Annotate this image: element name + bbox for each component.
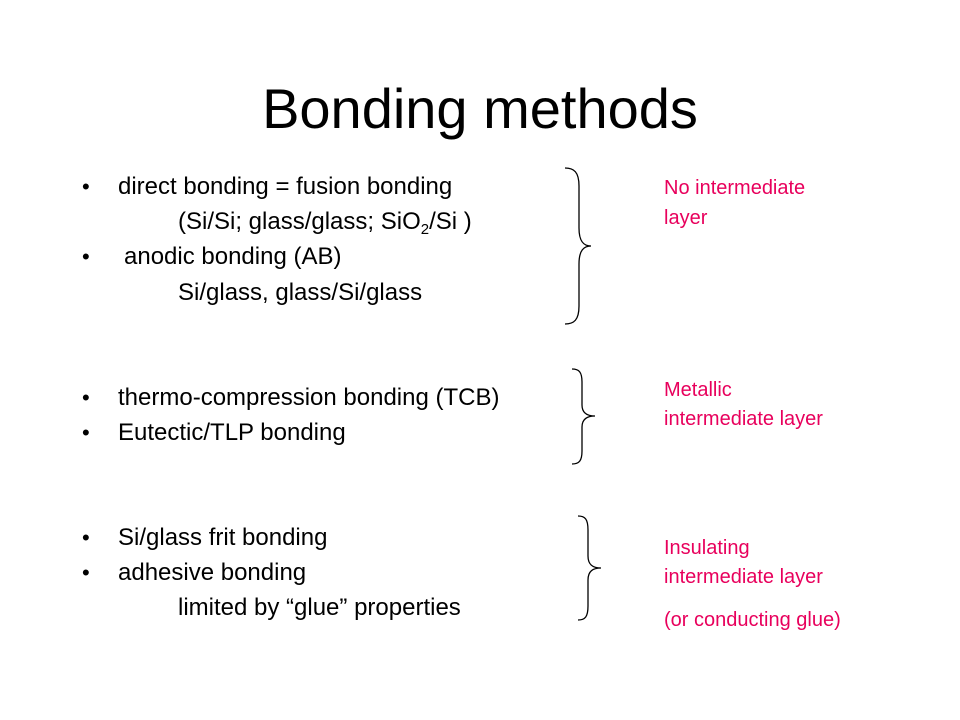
- group1-item1-detail: (Si/Si; glass/glass; SiO2/Si ): [178, 207, 472, 237]
- bullet-marker: •: [82, 525, 90, 550]
- subscript-2: 2: [420, 221, 430, 238]
- group1-note-line2: layer: [664, 207, 708, 229]
- group1-item1-detail-suffix: /Si ): [429, 208, 472, 235]
- slide-title: Bonding methods: [262, 77, 698, 140]
- group1-item2: anodic bonding (AB): [124, 243, 342, 270]
- group1-item1: direct bonding = fusion bonding: [118, 173, 453, 200]
- group2-note-line1: Metallic: [664, 379, 732, 401]
- bullet-marker: •: [82, 385, 90, 410]
- group1-brace: [564, 167, 592, 325]
- bullet-marker: •: [82, 420, 90, 445]
- bullet-marker: •: [82, 560, 90, 585]
- group1-item1-detail-prefix: (Si/Si; glass/glass; SiO: [178, 208, 421, 235]
- bullet-marker: •: [82, 244, 90, 269]
- group3-item2-detail: limited by “glue” properties: [178, 594, 461, 621]
- group3-note-line3: (or conducting glue): [664, 609, 841, 631]
- group3-item2: adhesive bonding: [118, 559, 307, 586]
- group1-note-line1: No intermediate: [664, 177, 806, 199]
- bullet-marker: •: [82, 174, 90, 199]
- group2-item2: Eutectic/TLP bonding: [118, 419, 346, 446]
- group3-item1: Si/glass frit bonding: [118, 524, 328, 551]
- group3-brace: [577, 515, 602, 621]
- group2-brace: [571, 368, 596, 465]
- group3-note-line1: Insulating: [664, 537, 750, 559]
- group2-note-line2: intermediate layer: [664, 408, 823, 430]
- group3-note-line2: intermediate layer: [664, 566, 823, 588]
- group2-item1: thermo-compression bonding (TCB): [118, 384, 500, 411]
- group1-item2-detail: Si/glass, glass/Si/glass: [178, 279, 423, 306]
